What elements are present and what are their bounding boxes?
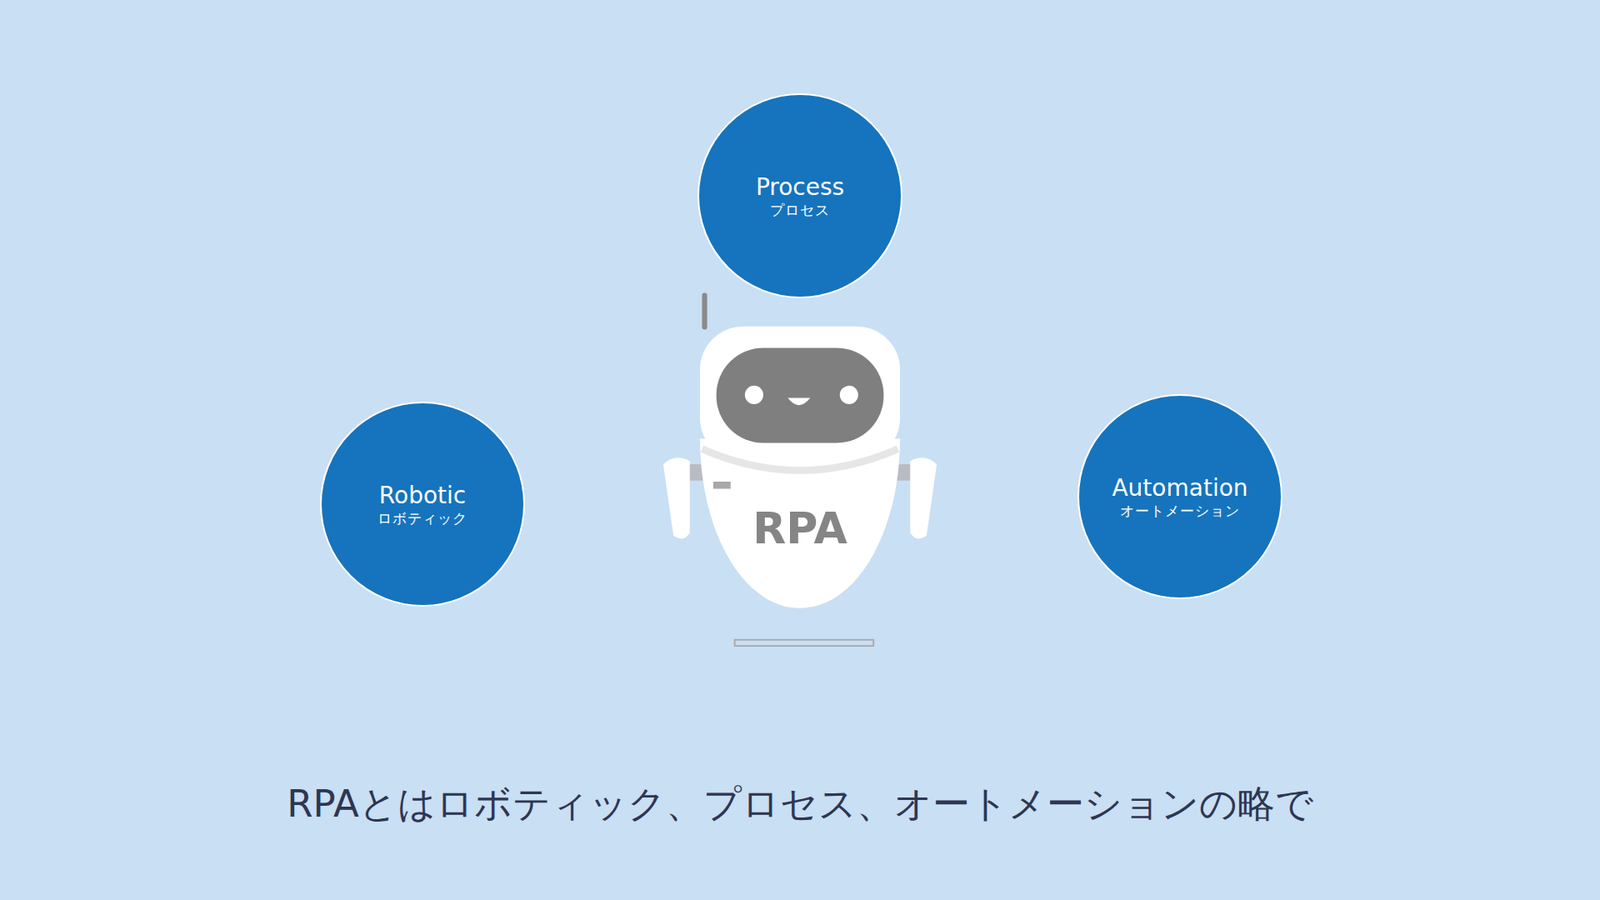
robot-body	[700, 439, 900, 609]
robot-eye	[840, 385, 859, 405]
robot-head	[700, 326, 900, 462]
katakana-term: ロボティック	[377, 510, 468, 527]
robot-body-text: RPA	[752, 503, 848, 554]
english-term: Process	[755, 173, 845, 202]
circle-outline	[320, 402, 525, 606]
robot-badge	[713, 481, 731, 490]
robot-collar	[701, 449, 898, 471]
english-term: Automation	[1111, 474, 1248, 503]
robot-mouth	[787, 398, 810, 406]
robot-shadow	[735, 640, 875, 646]
robot-eye	[745, 385, 764, 405]
circle-outline	[698, 94, 902, 298]
term-circle: Automationオートメーション	[1077, 394, 1283, 600]
term-circle: Roboticロボティック	[320, 401, 525, 607]
robot-face	[716, 348, 885, 444]
katakana-term: プロセス	[770, 201, 830, 219]
robot-antenna	[701, 292, 707, 330]
circle-outline	[1078, 395, 1282, 599]
english-term: Robotic	[379, 481, 466, 510]
subtitle-caption: RPAとはロボティック、プロセス、オートメーションの略で	[0, 779, 1600, 830]
term-circle: Processプロセス	[697, 93, 903, 299]
katakana-term: オートメーション	[1120, 502, 1240, 520]
robot-arm	[663, 457, 690, 539]
robot-arm	[910, 457, 937, 539]
